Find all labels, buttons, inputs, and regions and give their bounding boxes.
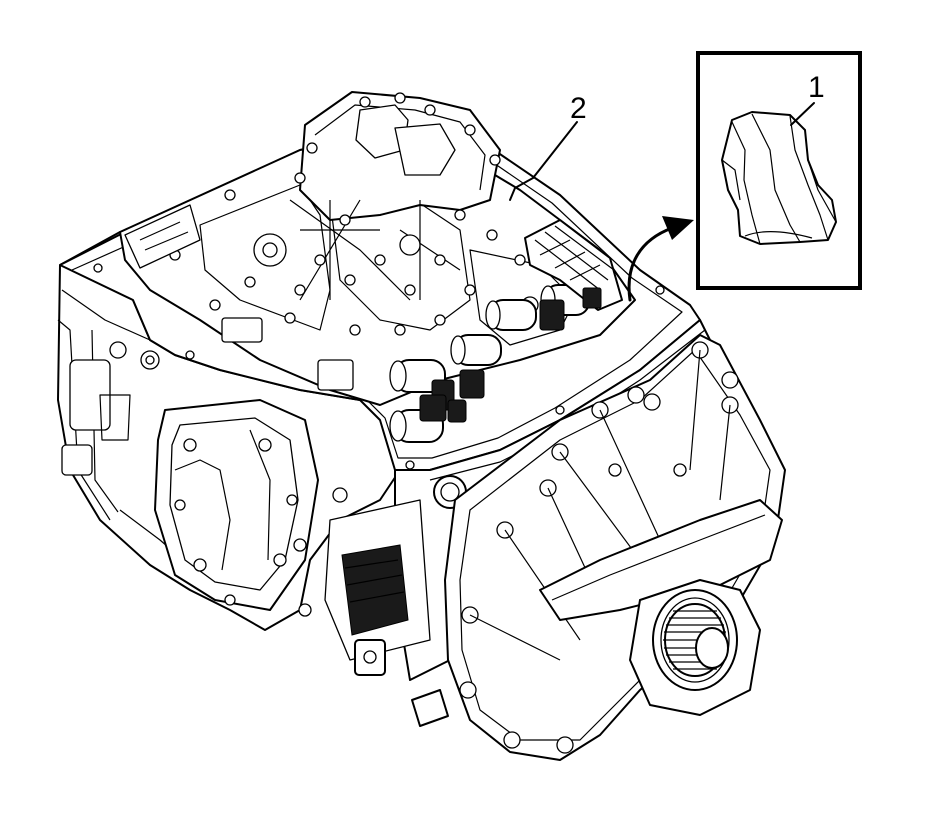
cloth-icon [721,111,837,245]
callout-2-leader-tail [509,177,534,201]
wiring-connector-bracket [524,219,623,311]
solenoid-group [389,219,623,443]
output-shaft [663,603,729,677]
bell-housing-opening [154,399,319,611]
valve-body [119,91,636,406]
valve-body-bolts [154,92,526,336]
callout-2-label: 2 [570,92,587,125]
curved-arrow-icon [627,216,694,302]
callout-1-leader [790,102,815,126]
callout-1-label: 1 [808,71,825,104]
solenoid [485,299,537,331]
inset-box: 1 [696,51,862,290]
transmission-assembly [57,91,786,761]
solenoid [450,334,502,399]
flange-bolts [459,341,739,754]
callout-1: 1 [790,71,825,126]
callout-2-leader [532,121,578,179]
callout-2: 2 [509,92,587,201]
solenoid [389,394,467,443]
